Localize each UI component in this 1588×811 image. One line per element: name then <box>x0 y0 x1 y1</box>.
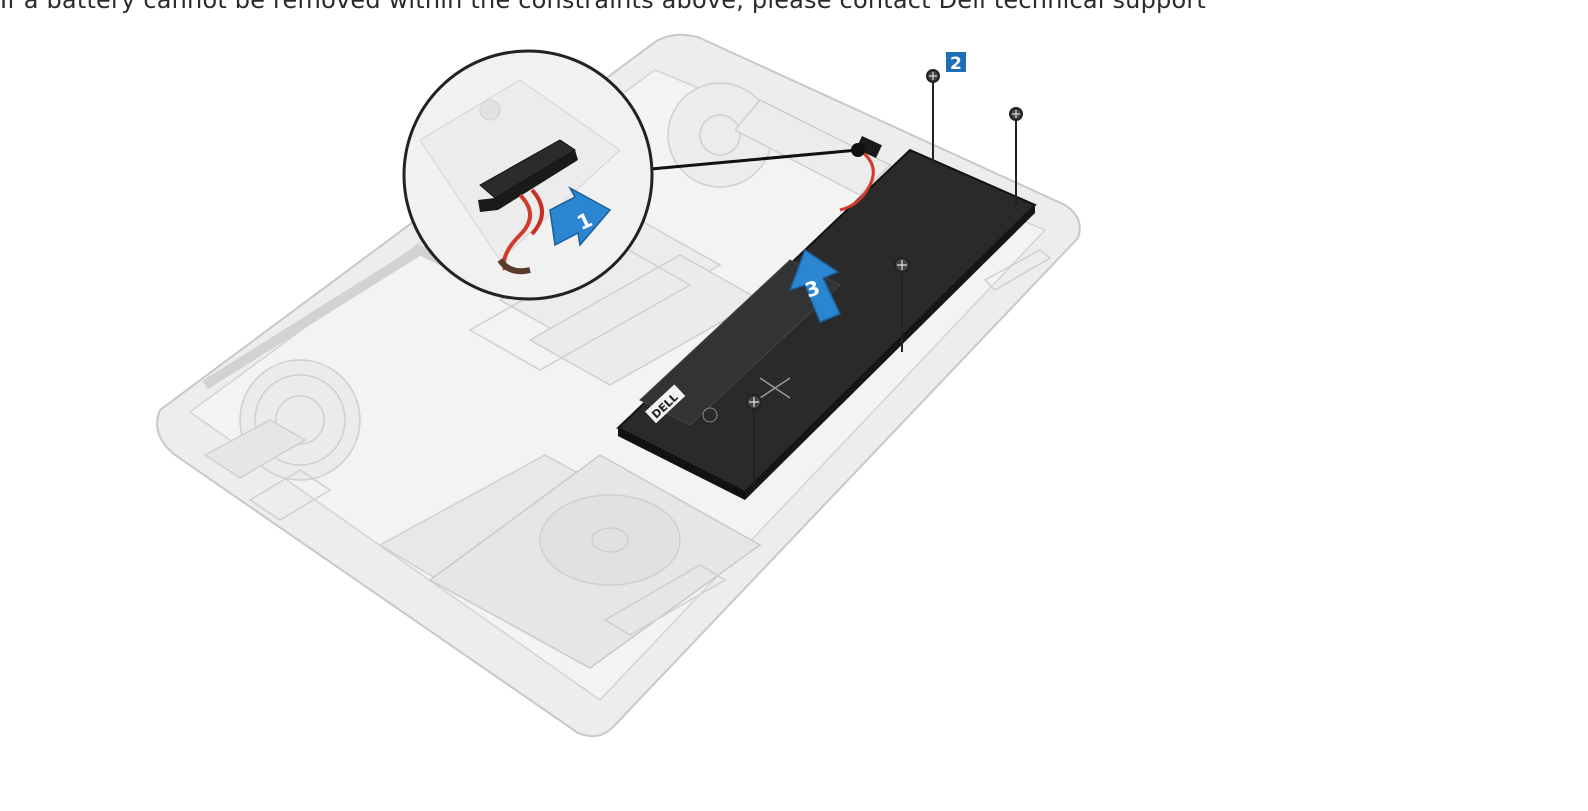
screws <box>746 69 1023 490</box>
wireless-card <box>203 419 307 479</box>
hard-drive <box>428 454 762 669</box>
internal-components <box>202 82 1052 669</box>
battery: DELL <box>616 148 1037 500</box>
connector-zoom-inset: 1 <box>402 49 654 301</box>
svg-text:2: 2 <box>950 54 962 74</box>
pull-arrow: 1 <box>549 186 612 247</box>
battery-cable <box>839 136 882 212</box>
screw-icon <box>894 257 910 352</box>
screw-icon <box>926 69 940 165</box>
screw-icon <box>746 394 762 490</box>
screw-icon <box>1009 107 1023 205</box>
callout-badge-2: 2 <box>946 52 966 74</box>
magnifier-leader <box>639 143 865 172</box>
document-caption-line: If a battery cannot be removed within th… <box>0 0 1207 14</box>
lift-arrow: 3 <box>788 248 842 323</box>
